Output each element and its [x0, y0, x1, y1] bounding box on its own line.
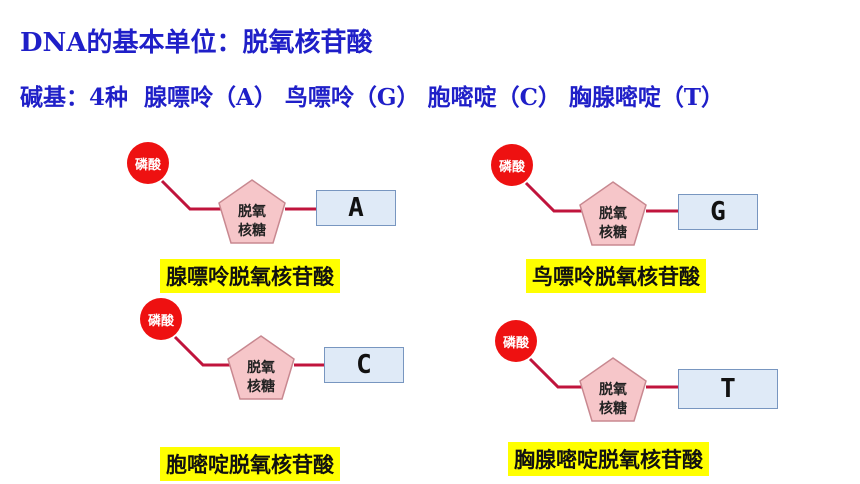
- sugar-label-line2: 核糖: [238, 223, 266, 239]
- base-box: A: [316, 190, 396, 226]
- nucleotide-g-shapes: [491, 144, 678, 246]
- sugar-pentagon: [579, 357, 647, 422]
- nucleotide-g: 磷酸 脱氧 核糖 G: [491, 144, 792, 295]
- base-box: T: [678, 369, 778, 409]
- nucleotide-c: 磷酸 脱氧 核糖 C: [140, 298, 441, 449]
- phosphate-circle: [491, 144, 533, 186]
- phosphate-sugar-bond: [528, 357, 585, 389]
- bases-line: 碱基：4种 腺嘌呤（A） 鸟嘌呤（G） 胞嘧啶（C） 胸腺嘧啶（T）: [20, 78, 724, 112]
- phosphate-label: 磷酸: [147, 314, 174, 329]
- phosphate-label: 磷酸: [502, 336, 529, 351]
- sugar-pentagon: [218, 179, 286, 244]
- base-thymine: 胸腺嘧啶（T）: [568, 84, 725, 111]
- sugar-label-line1: 脱氧: [247, 360, 275, 376]
- phosphate-sugar-bond: [524, 181, 585, 213]
- base-adenine: 腺嘌呤（A）: [144, 84, 277, 111]
- phosphate-circle: [140, 298, 182, 340]
- nucleotide-name-g: 鸟嘌呤脱氧核苷酸: [526, 259, 706, 293]
- base-box: G: [678, 194, 758, 230]
- nucleotide-a-shapes: [127, 142, 316, 244]
- nucleotide-name-a: 腺嘌呤脱氧核苷酸: [160, 259, 340, 293]
- nucleotide-t-shapes: [495, 320, 678, 422]
- phosphate-sugar-bond: [173, 335, 233, 367]
- base-guanine: 鸟嘌呤（G）: [284, 84, 420, 111]
- base-cytosine: 胞嘧啶（C）: [427, 84, 561, 111]
- phosphate-circle: [495, 320, 537, 362]
- nucleotide-name-c: 胞嘧啶脱氧核苷酸: [160, 447, 340, 481]
- sugar-pentagon: [579, 181, 647, 246]
- nucleotide-c-shapes: [140, 298, 324, 400]
- base-box: C: [324, 347, 404, 383]
- sugar-label-line2: 核糖: [599, 401, 627, 417]
- sugar-label-line1: 脱氧: [599, 206, 627, 222]
- nucleotide-name-t: 胸腺嘧啶脱氧核苷酸: [508, 442, 709, 476]
- phosphate-circle: [127, 142, 169, 184]
- nucleotide-a: 磷酸 脱氧 核糖 A: [127, 142, 428, 293]
- nucleotide-t: 磷酸 脱氧 核糖 T: [495, 320, 796, 471]
- bases-prefix: 碱基：4种: [20, 84, 129, 111]
- sugar-label-line2: 核糖: [599, 225, 627, 241]
- sugar-pentagon: [227, 335, 295, 400]
- sugar-label-line1: 脱氧: [599, 382, 627, 398]
- page-title: DNA的基本单位：脱氧核苷酸: [20, 28, 373, 58]
- phosphate-sugar-bond: [160, 179, 224, 211]
- phosphate-label: 磷酸: [134, 158, 161, 173]
- sugar-label-line2: 核糖: [247, 379, 275, 395]
- phosphate-label: 磷酸: [498, 160, 525, 175]
- sugar-label-line1: 脱氧: [238, 204, 266, 220]
